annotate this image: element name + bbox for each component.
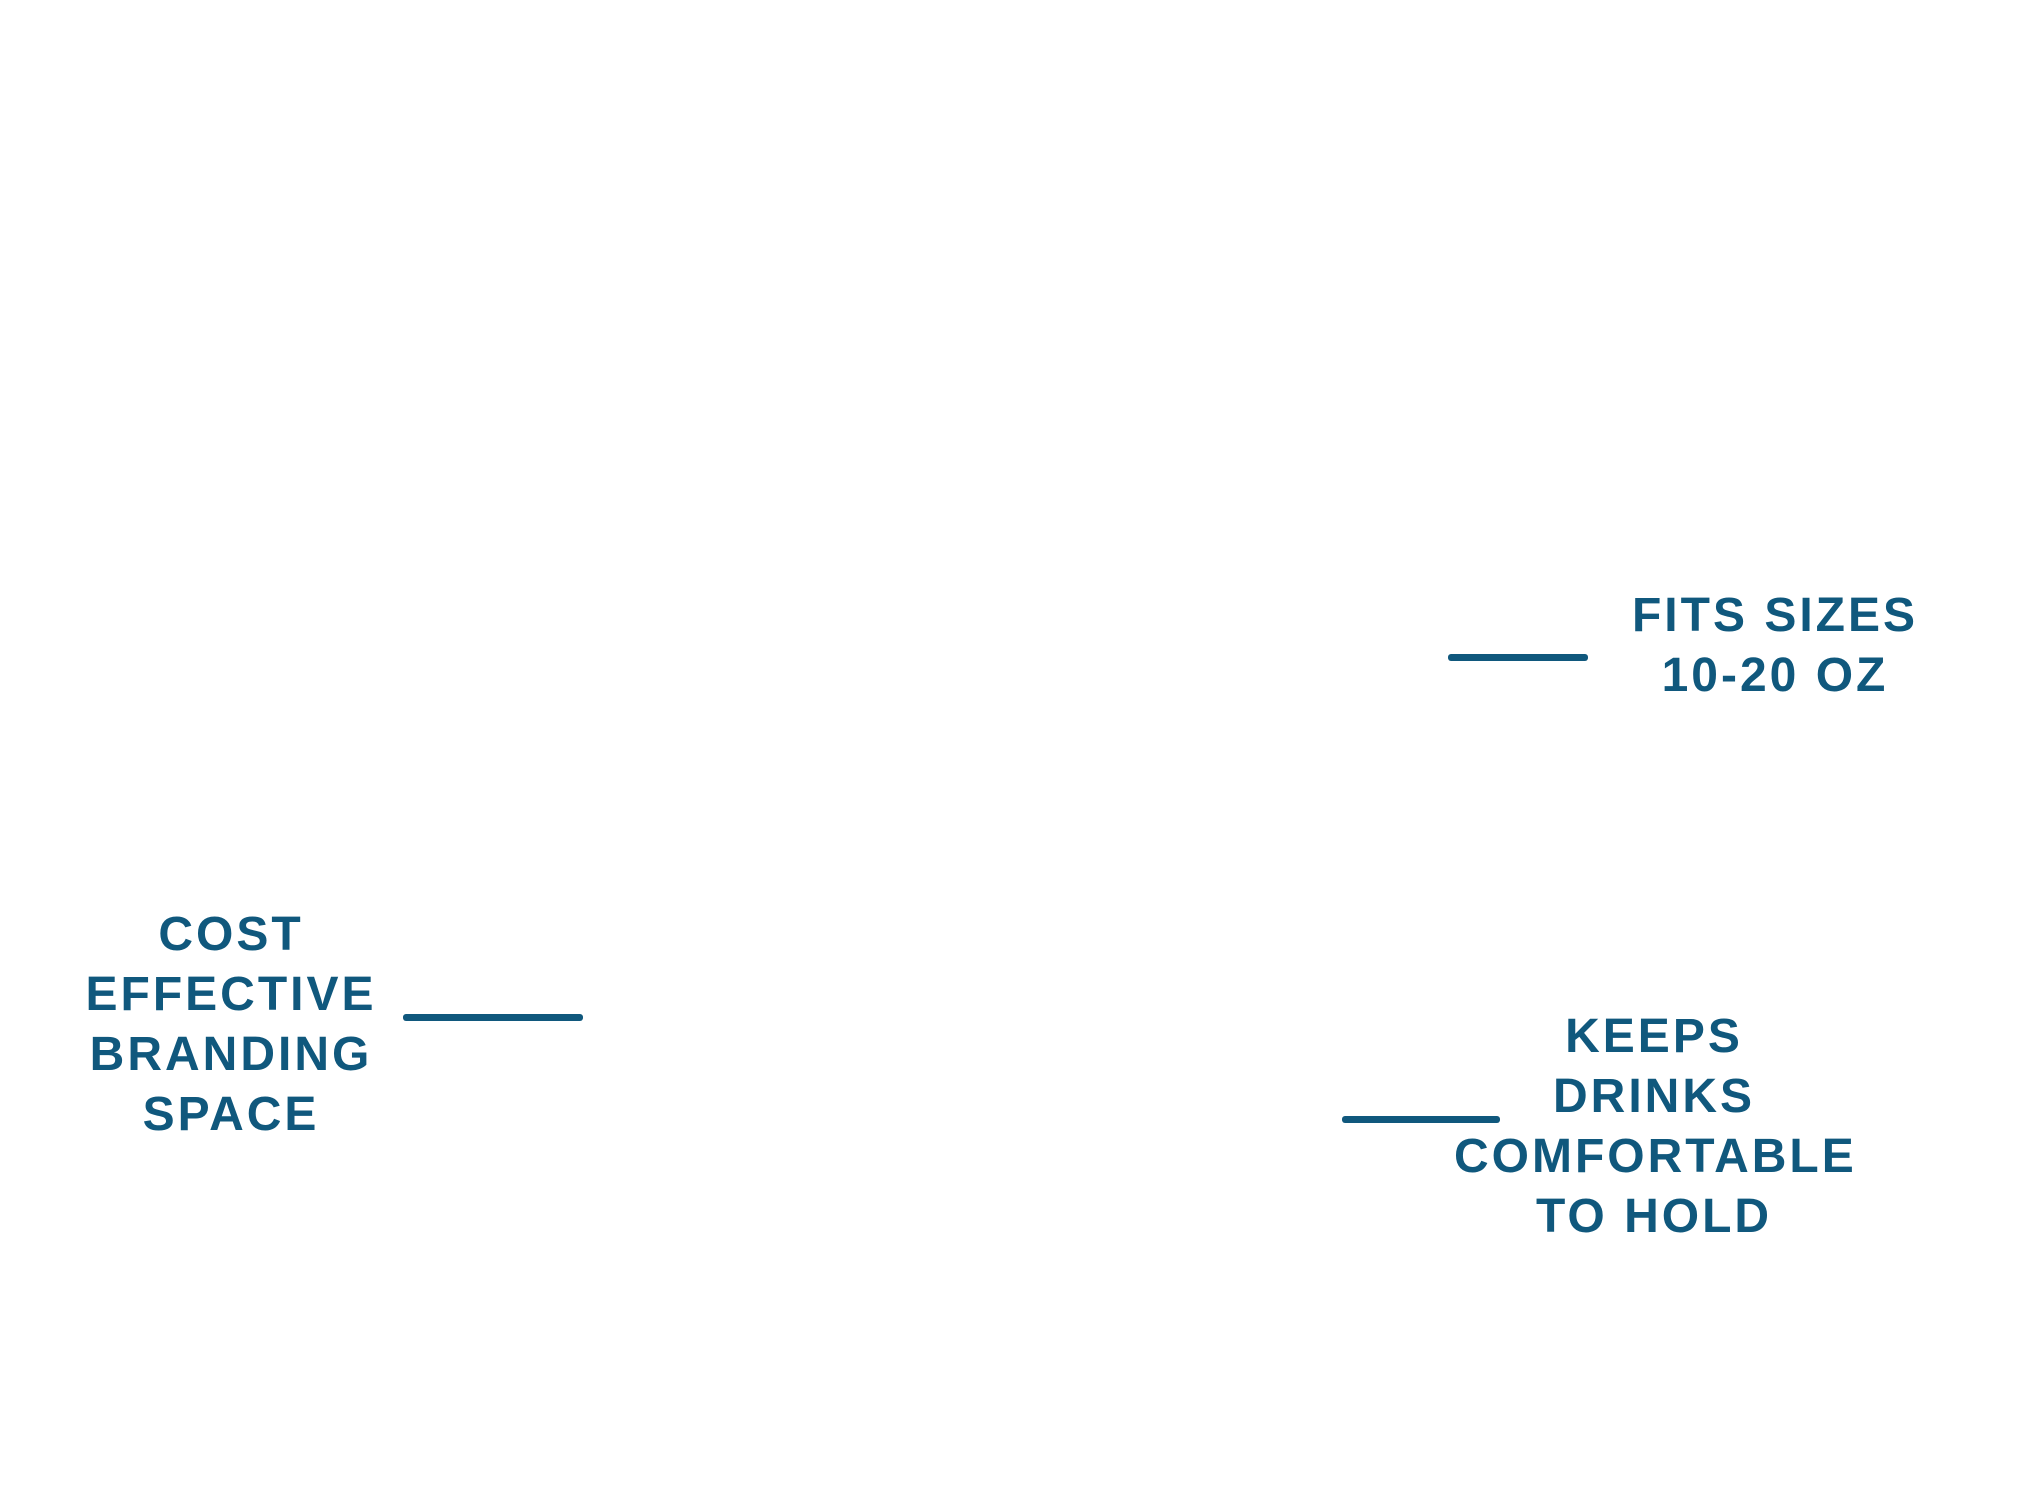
callout-fits-sizes: FITS SIZES 10-20 OZ	[1590, 586, 1960, 706]
callout-fits-sizes-line-2: 10-20 OZ	[1661, 649, 1889, 702]
callout-keeps-line-4: TO HOLD	[1535, 1190, 1773, 1243]
callout-cost-line-2: EFFECTIVE	[85, 968, 377, 1021]
callout-fits-sizes-line-1: FITS SIZES	[1631, 589, 1919, 642]
callout-keeps-drinks-comfortable: KEEPS DRINKS COMFORTABLE TO HOLD	[1454, 1007, 1854, 1247]
callout-cost-line-4: SPACE	[142, 1088, 320, 1141]
callout-keeps-line-3: COMFORTABLE	[1454, 1130, 1857, 1183]
callout-keeps-line-1: KEEPS	[1565, 1010, 1743, 1063]
pointer-line-fits-sizes	[1448, 654, 1588, 661]
callout-cost-line-1: COST	[158, 908, 304, 961]
callout-cost-line-3: BRANDING	[89, 1028, 373, 1081]
pointer-line-cost-effective	[403, 1014, 583, 1021]
callout-keeps-line-2: DRINKS	[1552, 1070, 1755, 1123]
pointer-line-keeps-drinks	[1342, 1116, 1500, 1123]
callout-cost-effective-branding-space: COST EFFECTIVE BRANDING SPACE	[46, 905, 416, 1145]
